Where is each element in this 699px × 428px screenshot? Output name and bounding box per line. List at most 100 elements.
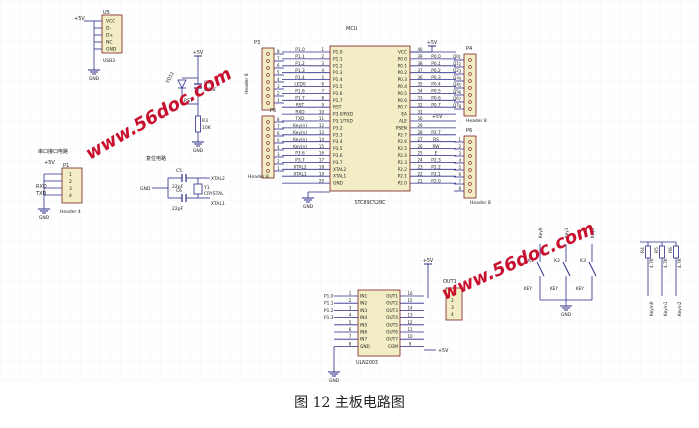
mcu-right-pin-number: 21	[417, 178, 423, 183]
uln-in-label: GND	[360, 344, 371, 350]
header-pin-number: 3	[458, 151, 461, 156]
header-pin	[266, 127, 270, 131]
mcu-left-pin-number: 3	[321, 61, 324, 66]
mcu-left-net: P1.3	[295, 68, 305, 74]
p5-name: Header 8	[248, 174, 269, 180]
crystal-ref: Y1	[203, 185, 210, 191]
mcu-right-pin-label: EA	[401, 112, 407, 118]
header-pin-number: 6	[277, 131, 280, 136]
mcu-right-pin-label: P0.6	[398, 98, 408, 104]
serial-net-rxd: RXD	[36, 184, 47, 190]
mcu-right-net: RS	[433, 137, 439, 143]
mcu-right-net: P0.1	[431, 61, 441, 67]
mcu-left-net: P1.7	[295, 96, 305, 102]
usb-ref: U5	[103, 10, 110, 16]
mcu-left-net: P1.1	[295, 54, 305, 60]
mcu-left-pin-number: 4	[321, 68, 324, 73]
mcu-right-net: E	[435, 151, 438, 157]
uln-out-number: 13	[407, 313, 413, 318]
mcu-left-net: P1.4	[295, 75, 305, 81]
header-pin-number: 3	[277, 84, 280, 89]
key-switch-blade	[536, 261, 545, 277]
p4-net: D4	[453, 82, 459, 87]
header-pin-number: 8	[458, 186, 461, 191]
header-pin	[266, 66, 270, 70]
uln-in-label: IN2	[360, 301, 367, 307]
header-pin	[266, 87, 270, 91]
power-label: +5V	[427, 40, 438, 46]
mcu-left-pin-number: 19	[319, 171, 325, 176]
ground-label: GND	[561, 312, 572, 318]
crystal-name: CRYSTAL	[204, 191, 224, 197]
mcu-left-pin-label: GND	[333, 181, 344, 187]
mcu-right-net: P0.2	[431, 68, 441, 74]
mcu-left-pin-number: 7	[321, 89, 324, 94]
mcu-left-net: P1.6	[295, 89, 305, 95]
pullup-value: 4.7K	[649, 258, 655, 268]
mcu-right-pin-label: VCC	[398, 50, 407, 56]
header-pin	[468, 189, 472, 193]
header-pin-number: 5	[277, 138, 280, 143]
mcu-right-pin-number: 27	[417, 137, 423, 142]
mcu-left-net: Key(n)	[293, 137, 307, 143]
mcu-right-pin-number: 36	[417, 75, 423, 80]
ground-label: GND	[303, 204, 314, 210]
uln-out-label: OUT1	[386, 294, 398, 300]
uln-net: P1.0	[324, 294, 334, 300]
header-pin	[468, 93, 472, 97]
resistor-r3	[195, 115, 201, 133]
header-pin-number: 2	[458, 62, 461, 67]
schematic-canvas: U5VCCD-D+NCGNDUSB3+5VGND串口接口电路P11234Head…	[0, 0, 699, 382]
uln-com-power: +5V	[438, 348, 449, 354]
mcu-right-net: P0.6	[431, 96, 441, 102]
mcu-right-pin-number: 40	[417, 47, 423, 52]
p5-ref: P5	[270, 108, 276, 114]
header-pin	[266, 162, 270, 166]
mcu-left-net: P1.0	[295, 47, 305, 53]
crystal-title: 复位电路	[146, 155, 166, 162]
mcu-left-pin-label: P3.0/RXD	[333, 112, 354, 118]
mcu-chip	[329, 45, 411, 192]
key-net: Key0	[538, 227, 544, 238]
header-pin	[468, 147, 472, 151]
mcu-right-pin-label: P0.2	[398, 70, 408, 76]
header-pin	[266, 134, 270, 138]
crystal-cap-ref: C6	[176, 188, 182, 194]
mcu-left-pin-label: P1.3	[333, 70, 343, 76]
header-pin-number: 8	[277, 117, 280, 122]
pullup-ref: R5	[654, 247, 660, 253]
uln-out-number: 15	[407, 298, 413, 303]
key-ref: K1	[528, 258, 534, 264]
uln-out-number: 16	[407, 291, 413, 296]
mcu-left-pin-label: P1.5	[333, 84, 343, 90]
header-pin-number: 1	[277, 98, 280, 103]
power-label: +5V	[193, 50, 204, 56]
uln-name: ULN2003	[356, 360, 378, 366]
mcu-ea-power: +5V	[432, 114, 443, 120]
mcu-name: STC89C52RC	[354, 200, 386, 206]
mcu-left-net: Key(n)	[293, 130, 307, 136]
header-pin-number: 2	[458, 144, 461, 149]
header-pin-number: 7	[458, 179, 461, 184]
uln-in-number: 6	[349, 327, 352, 332]
header-pin-number: 4	[277, 145, 280, 150]
uln-out-number: 12	[407, 320, 413, 325]
reset-net-label: RST	[184, 98, 193, 104]
uln-out-number: 11	[407, 327, 413, 332]
mcu-left-net: P3.6	[295, 151, 305, 157]
mcu-left-pin-label: P3.4	[333, 139, 343, 145]
mcu-right-net: P0.3	[431, 75, 441, 81]
mcu-right-pin-number: 38	[417, 61, 423, 66]
mcu-left-net: P1.2	[295, 61, 305, 67]
header-pin-number: 1	[277, 166, 280, 171]
mcu-left-net: Key(n)	[293, 144, 307, 150]
p4-net: D0	[453, 54, 459, 59]
header-pin	[468, 182, 472, 186]
mcu-right-pin-label: P2.0	[398, 181, 408, 187]
reset-res-ref: R3	[202, 118, 208, 124]
header-pin-number: 4	[458, 158, 461, 163]
power-label: +5V	[423, 258, 434, 264]
mcu-left-pin-label: P1.2	[333, 63, 343, 69]
mcu-left-pin-label: P1.1	[333, 56, 343, 62]
mcu-right-pin-number: 34	[417, 89, 423, 94]
